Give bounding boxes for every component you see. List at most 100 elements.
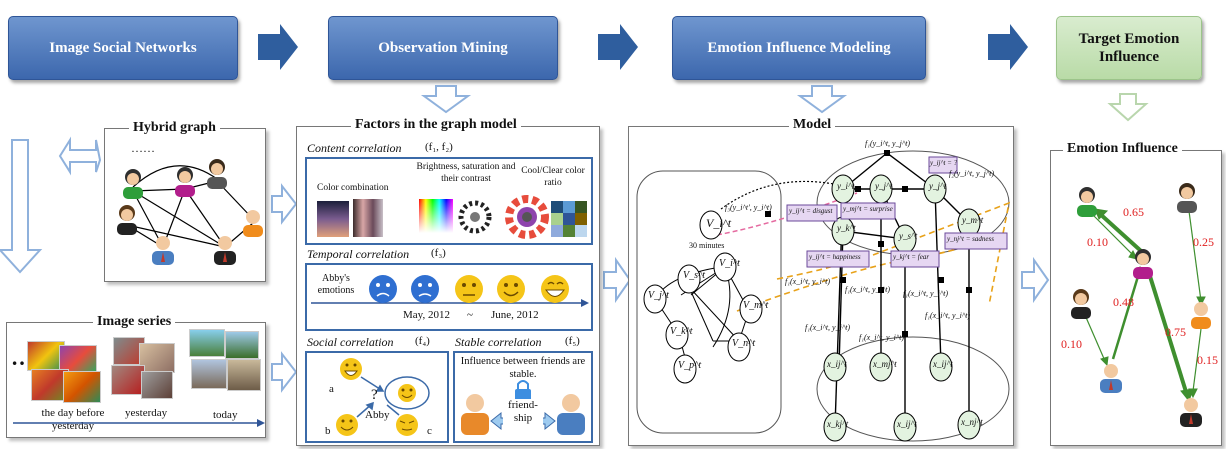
stage-label: Image Social Networks (49, 40, 197, 56)
emotion-label: y_kj^t = fear (893, 253, 930, 261)
social-correlation-label: Social correlation (307, 335, 394, 349)
hollow-arrow-down-long-icon (0, 139, 43, 274)
emotion-timeline (311, 275, 589, 307)
person-icon (152, 236, 174, 265)
emotion-label: y_ij^t = ? (930, 159, 958, 167)
cool-clear-label: Cool/Clear color ratio (521, 166, 585, 188)
ellipsis: …… (131, 141, 155, 155)
content-correlation-factor: (f₁, f₂) (425, 141, 453, 153)
node-y: y_j^t (875, 181, 893, 191)
node-x: x_ij^t (827, 359, 847, 369)
factor-label: f₃(y_i^t', y_i^t) (725, 203, 772, 212)
factor-label: f₁(x_i^t, y_i^t) (925, 311, 971, 320)
node-v: V_n^t (732, 338, 756, 349)
color-wheel-icon (505, 195, 549, 239)
hollow-arrow-down-icon (796, 85, 848, 114)
factor-label: f₁(y_i^t, y_j^t) (865, 139, 911, 148)
hybrid-graph-title: Hybrid graph (129, 120, 220, 136)
hybrid-graph-panel: Hybrid graph …… (104, 120, 266, 282)
factors-panel: Factors in the graph model Content corre… (296, 117, 600, 446)
node-v: V_m^t (743, 300, 769, 311)
sad-face-icon (411, 275, 439, 303)
date-from: May, 2012 (403, 309, 450, 321)
influence-weight: 0.15 (1197, 353, 1218, 367)
palette-swatch (353, 199, 383, 237)
model-panel: Model (628, 117, 1014, 446)
person-icon (214, 236, 236, 265)
photo-collage-flowers (27, 341, 101, 403)
stage-image-social-networks: Image Social Networks (8, 16, 238, 80)
person-icon (175, 167, 195, 197)
factor-label: f₁(x_i^t, y_i^t) (845, 285, 891, 294)
node-y: y_m^t (962, 215, 984, 225)
person-icon (243, 210, 263, 237)
arrow-right-icon (258, 24, 298, 70)
node-x: x_nj^t (961, 417, 983, 427)
hollow-arrow-right-icon (1021, 256, 1050, 304)
node-v: V_k^t (670, 326, 693, 337)
node-x: x_ij^t (933, 359, 953, 369)
hollow-arrow-right-icon (603, 256, 632, 304)
influence-weight: 0.25 (1193, 235, 1214, 249)
laugh-face-icon (340, 358, 362, 380)
node-x: x_mj^t (873, 359, 897, 369)
person-icon (123, 169, 143, 199)
timeline-axis (13, 419, 265, 427)
influence-weight: 0.10 (1087, 235, 1108, 249)
node-b: b (325, 425, 331, 437)
cool-clear-grid-icon (551, 201, 587, 237)
node-c: c (427, 425, 432, 437)
question-mark: ? (371, 387, 378, 403)
temporal-correlation-label: Temporal correlation (307, 247, 410, 261)
node-y: y_s^t (899, 231, 918, 241)
emotion-label: y_nj^t = sadness (947, 235, 994, 243)
node-v: V_i^t (719, 258, 740, 269)
color-wheels (458, 195, 587, 239)
stage-label: Target Emotion Influence (1078, 31, 1180, 65)
factor-label: f₁(x_i^t, y_i^t) (785, 277, 831, 286)
node-v: V_j^t (648, 290, 669, 301)
smile-face-icon (336, 414, 358, 436)
influence-weight: 0.65 (1123, 205, 1144, 219)
hollow-arrow-down-green-icon (1107, 93, 1149, 122)
stage-emotion-influence-modeling: Emotion Influence Modeling (672, 16, 926, 80)
node-v: V_i^t (706, 216, 732, 230)
person-icon (1180, 398, 1202, 427)
person-icon (1133, 249, 1153, 279)
date-tilde: ~ (467, 309, 473, 321)
node-x: x_kj^t (827, 419, 849, 429)
influence-graph (1071, 183, 1211, 427)
emotion-influence-panel: Emotion Influence 0.65 0.10 0.25 0.48 0.… (1050, 141, 1222, 446)
stage-label: Observation Mining (378, 40, 508, 56)
color-combination-label: Color combination (317, 183, 389, 193)
hollow-arrow-left-icon (58, 136, 102, 176)
factor-label: f₁(x_i^t, y_i^t) (903, 289, 949, 298)
hollow-arrow-right-icon (271, 183, 298, 225)
smile-face-icon (398, 384, 416, 402)
person-icon (1177, 183, 1197, 213)
friendship-label: friend-ship (503, 399, 543, 425)
stage-observation-mining: Observation Mining (328, 16, 558, 80)
node-v: V_p^t (678, 360, 702, 371)
owner-label: Abby's emotions (317, 273, 355, 296)
minutes-label: 30 minutes (689, 241, 725, 250)
emotion-influence-title: Emotion Influence (1063, 141, 1182, 157)
timeline-label-yesterday: yesterday (125, 407, 168, 419)
content-correlation-box: Color combination Brightness, saturation… (305, 157, 593, 245)
image-series-title: Image series (93, 314, 176, 330)
hollow-arrow-down-icon (420, 85, 472, 114)
stage-label: Emotion Influence Modeling (707, 40, 891, 56)
photo-collage-landscape (189, 329, 261, 399)
sunset-swatch (317, 201, 349, 237)
node-a: a (329, 383, 334, 395)
content-correlation-label: Content correlation (307, 141, 402, 155)
brightness-wheel-icon (458, 200, 492, 234)
sly-face-icon (396, 414, 418, 436)
model-title: Model (789, 117, 836, 133)
neutral-face-icon (455, 275, 483, 303)
factor-graph (636, 150, 1011, 442)
person-icon (1077, 187, 1097, 217)
person-icon (461, 394, 489, 435)
influence-weight: 0.75 (1165, 325, 1186, 339)
social-correlation-factor: (f₄) (415, 335, 430, 347)
